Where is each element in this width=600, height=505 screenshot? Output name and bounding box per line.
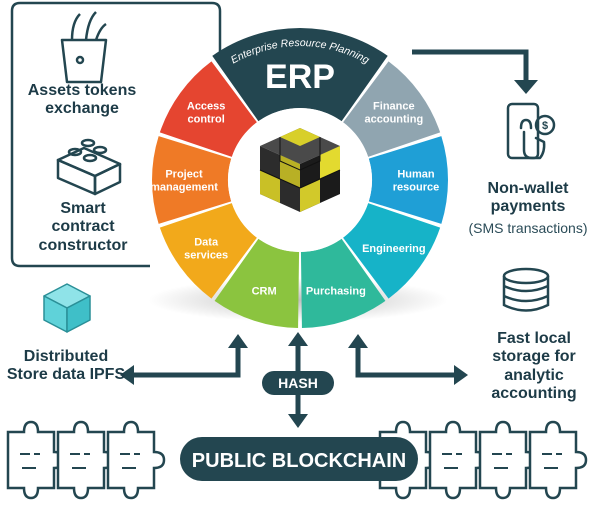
blockchain-label: PUBLIC BLOCKCHAIN bbox=[192, 450, 406, 472]
ipfs-cube-icon bbox=[43, 283, 91, 333]
erp-header-segment bbox=[212, 28, 388, 122]
erp-segment-label: Engineering bbox=[362, 243, 426, 255]
blockchain-badge bbox=[180, 437, 418, 481]
erp-segment bbox=[159, 203, 257, 299]
puzzle-piece bbox=[6, 420, 66, 500]
puzzle-piece bbox=[428, 420, 488, 500]
hash-label: HASH bbox=[278, 375, 318, 391]
brick-icon bbox=[56, 138, 122, 196]
hash-badge bbox=[262, 371, 334, 395]
puzzle-piece bbox=[106, 420, 166, 500]
dollar-icon: $ bbox=[542, 120, 548, 132]
storage-title: Fast local storage for analytic accounti… bbox=[491, 330, 577, 403]
left-panel-border bbox=[10, 1, 222, 268]
arrow-to-payments bbox=[412, 49, 529, 82]
payments-subtitle: (SMS transactions) bbox=[468, 220, 588, 236]
puzzle-mark bbox=[492, 453, 512, 469]
puzzle-piece bbox=[478, 420, 538, 500]
puzzle-mark bbox=[120, 453, 140, 469]
erp-segment-label: CRM bbox=[252, 285, 277, 297]
erp-segment bbox=[300, 238, 386, 328]
arrow-left-ipfs bbox=[132, 345, 241, 378]
erp-segment bbox=[214, 238, 300, 328]
assets-label: Assets tokens exchange bbox=[27, 82, 137, 118]
puzzle-piece bbox=[56, 420, 116, 500]
arrow-head-payments bbox=[514, 80, 538, 94]
erp-title: ERP bbox=[265, 58, 335, 96]
arrow-right-storage bbox=[355, 345, 456, 378]
erp-segment bbox=[343, 203, 441, 299]
erp-segment bbox=[159, 61, 257, 157]
ipfs-title: Distributed Store data IPFS bbox=[6, 348, 126, 384]
cube-icon bbox=[259, 128, 341, 212]
erp-segment bbox=[368, 136, 449, 224]
erp-segment bbox=[343, 61, 441, 157]
erp-segment bbox=[152, 136, 232, 224]
puzzle-mark bbox=[542, 453, 562, 469]
phone-payment-icon bbox=[506, 102, 556, 160]
smart-contract-label: Smart contract constructor bbox=[38, 200, 128, 254]
grocery-bag-icon bbox=[60, 11, 108, 84]
database-icon bbox=[502, 267, 550, 312]
erp-segment-label: Purchasing bbox=[306, 285, 366, 297]
payments-title: Non-wallet payments bbox=[487, 180, 569, 216]
puzzle-mark bbox=[20, 453, 40, 469]
puzzle-mark bbox=[70, 453, 90, 469]
puzzle-piece bbox=[528, 420, 588, 500]
puzzle-mark bbox=[442, 453, 462, 469]
